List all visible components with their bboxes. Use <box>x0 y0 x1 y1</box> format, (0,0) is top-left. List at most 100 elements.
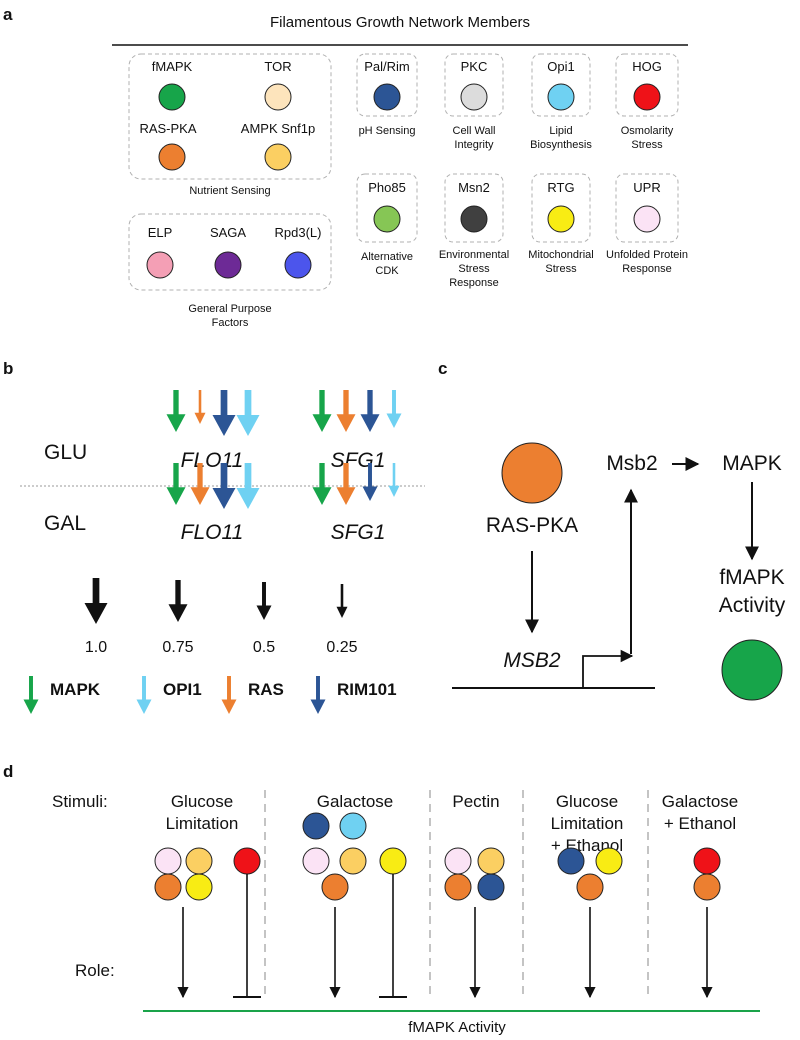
legend-label-opi1: OPI1 <box>163 680 202 699</box>
node-rtg <box>547 205 575 233</box>
regulation-arrow-gal-sfg1-mapk <box>312 463 332 505</box>
node-label-elp: ELP <box>148 225 173 240</box>
caption-pho85-1: Alternative <box>361 251 413 263</box>
regulation-arrow-glu-sfg1-ras <box>336 390 356 432</box>
node-label-hog: HOG <box>632 59 662 74</box>
scale-label-0-25: 0.25 <box>326 639 357 656</box>
gene-label-glu-sfg1: SFG1 <box>331 449 386 472</box>
node-label-rtg: RTG <box>547 180 574 195</box>
stimulus-node-opi1 <box>339 812 367 840</box>
pkc-box <box>444 53 504 117</box>
legend-arrow-ras <box>221 676 237 714</box>
stimulus-node-pal-rim <box>477 873 505 901</box>
node-pal-rim <box>373 83 401 111</box>
regulation-arrow-glu-flo11-ras <box>194 390 206 424</box>
caption-hog-1: Osmolarity <box>621 125 674 137</box>
stimulus-node-upr <box>302 847 330 875</box>
caption-nutrient-sensing: Nutrient Sensing <box>189 185 270 197</box>
stimulus-node-ampk <box>185 847 213 875</box>
label-ras-pka: RAS-PKA <box>486 514 578 537</box>
caption-opi1-1: Lipid <box>549 125 572 137</box>
stimulus-node-upr <box>444 847 472 875</box>
legend-arrow-opi1 <box>136 676 152 714</box>
stimulus-label-line: Galactose <box>317 792 394 811</box>
label-fmapk-activity-1: fMAPK <box>719 566 784 589</box>
regulation-arrow-glu-sfg1-mapk <box>312 390 332 432</box>
node-tor <box>264 83 292 111</box>
panel-a-letter: a <box>3 5 13 24</box>
general-purpose-box <box>128 213 332 291</box>
stimulus-label-line: Limitation <box>551 814 624 833</box>
node-ras-pka-large <box>501 442 563 504</box>
node-saga <box>214 251 242 279</box>
scale-label-0-5: 0.5 <box>253 639 275 656</box>
scale-arrow-0-5 <box>256 582 272 620</box>
regulation-arrows <box>166 390 402 509</box>
regulation-arrow-gal-sfg1-ras <box>336 463 356 505</box>
regulation-arrow-gal-flo11-mapk <box>166 463 186 505</box>
node-pho85 <box>373 205 401 233</box>
stimulus-node-ras-pka <box>576 873 604 901</box>
node-pkc <box>460 83 488 111</box>
caption-rtg-2: Stress <box>545 263 577 275</box>
stimulus-node-pal-rim <box>557 847 585 875</box>
caption-msn2-3: Response <box>449 277 499 289</box>
stimulus-label-line: + Ethanol <box>664 814 736 833</box>
node-elp <box>146 251 174 279</box>
stimulus-node-upr <box>154 847 182 875</box>
scale-arrow-0-75 <box>168 580 188 622</box>
node-label-tor: TOR <box>264 59 291 74</box>
role-label: Role: <box>75 961 115 980</box>
caption-general-purpose-1: General Purpose <box>188 303 271 315</box>
stimulus-node-pal-rim <box>302 812 330 840</box>
caption-general-purpose-2: Factors <box>212 317 249 329</box>
gene-label-gal-sfg1: SFG1 <box>331 521 386 544</box>
node-label-opi1: Opi1 <box>547 59 574 74</box>
regulation-arrow-gal-sfg1-opi1 <box>388 463 400 497</box>
caption-pkc-1: Cell Wall <box>453 125 496 137</box>
stimulus-label-line: Glucose <box>556 792 618 811</box>
network-title: Filamentous Growth Network Members <box>270 14 530 31</box>
stimulus-node-rtg <box>595 847 623 875</box>
legend-arrow-rim101 <box>310 676 326 714</box>
node-label-saga: SAGA <box>210 225 246 240</box>
caption-hog-2: Stress <box>631 139 663 151</box>
label-msb2-protein: Msb2 <box>606 452 657 475</box>
node-label-pho85: Pho85 <box>368 180 406 195</box>
panel-d-letter: d <box>3 762 13 781</box>
caption-msn2-1: Environmental <box>439 249 509 261</box>
stimulus-label-line: Pectin <box>452 792 499 811</box>
condition-label-gal: GAL <box>44 512 86 535</box>
node-label-fmapk: fMAPK <box>152 59 193 74</box>
caption-pal-rim: pH Sensing <box>359 125 416 137</box>
node-fmapk <box>158 83 186 111</box>
stimulus-node-hog <box>233 847 261 875</box>
regulation-arrow-glu-flo11-mapk <box>166 390 186 432</box>
caption-msn2-2: Stress <box>458 263 490 275</box>
rtg-box <box>531 173 591 243</box>
caption-upr-2: Response <box>622 263 672 275</box>
gene-label-glu-flo11: FLO11 <box>181 449 244 472</box>
node-label-msn2: Msn2 <box>458 180 490 195</box>
legend-label-mapk: MAPK <box>50 680 101 699</box>
hog-box <box>615 53 679 117</box>
scale-arrow-0-25 <box>336 584 348 618</box>
regulation-arrow-glu-sfg1-rim101 <box>360 390 380 432</box>
panel-a: a Filamentous Growth Network Members fMA… <box>3 5 688 329</box>
scale-arrow-1-0 <box>84 578 108 624</box>
stimulus-label-line: Limitation <box>166 814 239 833</box>
condition-label-glu: GLU <box>44 441 87 464</box>
caption-pkc-2: Integrity <box>454 139 494 151</box>
regulation-arrow-gal-flo11-ras <box>190 463 210 505</box>
node-hog <box>633 83 661 111</box>
node-label-upr: UPR <box>633 180 660 195</box>
stimulus-node-ras-pka <box>693 873 721 901</box>
label-msb2-gene: MSB2 <box>503 649 561 672</box>
node-label-ampk: AMPK Snf1p <box>241 121 315 136</box>
pho85-box <box>356 173 418 243</box>
scale-label-1-0: 1.0 <box>85 639 107 656</box>
fmapk-activity-label: fMAPK Activity <box>408 1019 506 1036</box>
label-fmapk-activity-2: Activity <box>719 594 786 617</box>
